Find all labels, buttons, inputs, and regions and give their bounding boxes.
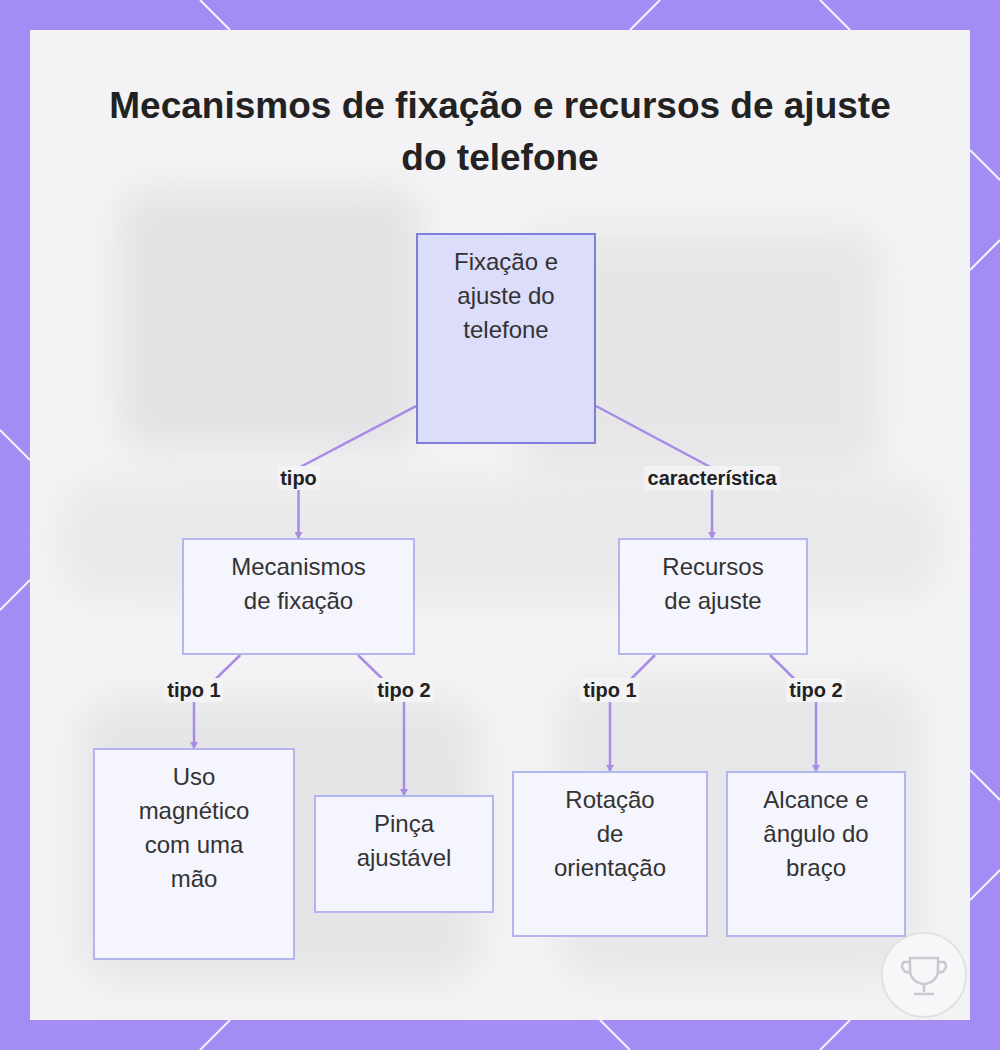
box-text: Pinça ajustável [341,807,467,875]
concept-box: Recursos de ajuste [618,538,808,655]
connector-line [770,655,816,771]
root-box: Fixação e ajuste do telefone [416,233,596,444]
box-text: Uso magnético com uma mão [135,760,253,896]
edge-label: tipo 2 [374,678,433,702]
edge-label: tipo 1 [580,678,639,702]
concept-box: Mecanismos de fixação [182,538,415,655]
box-text: Alcance e ângulo do braço [753,783,879,885]
box-text: Rotação de orientação [552,783,668,885]
connector-line [610,655,655,771]
edge-label: tipo [277,466,320,490]
edge-label: tipo 1 [164,678,223,702]
box-text: Fixação e ajuste do telefone [443,245,569,347]
concept-box: Rotação de orientação [512,771,708,937]
concept-box: Pinça ajustável [314,795,494,913]
box-text: Mecanismos de fixação [224,550,373,618]
edge-label: tipo 2 [786,678,845,702]
concept-box: Uso magnético com uma mão [93,748,295,960]
box-text: Recursos de ajuste [656,550,770,618]
diagram-title: Mecanismos de fixação e recursos de ajus… [100,80,900,184]
edge-label: característica [645,466,780,490]
concept-box: Alcance e ângulo do braço [726,771,906,937]
connector-line [358,655,404,795]
